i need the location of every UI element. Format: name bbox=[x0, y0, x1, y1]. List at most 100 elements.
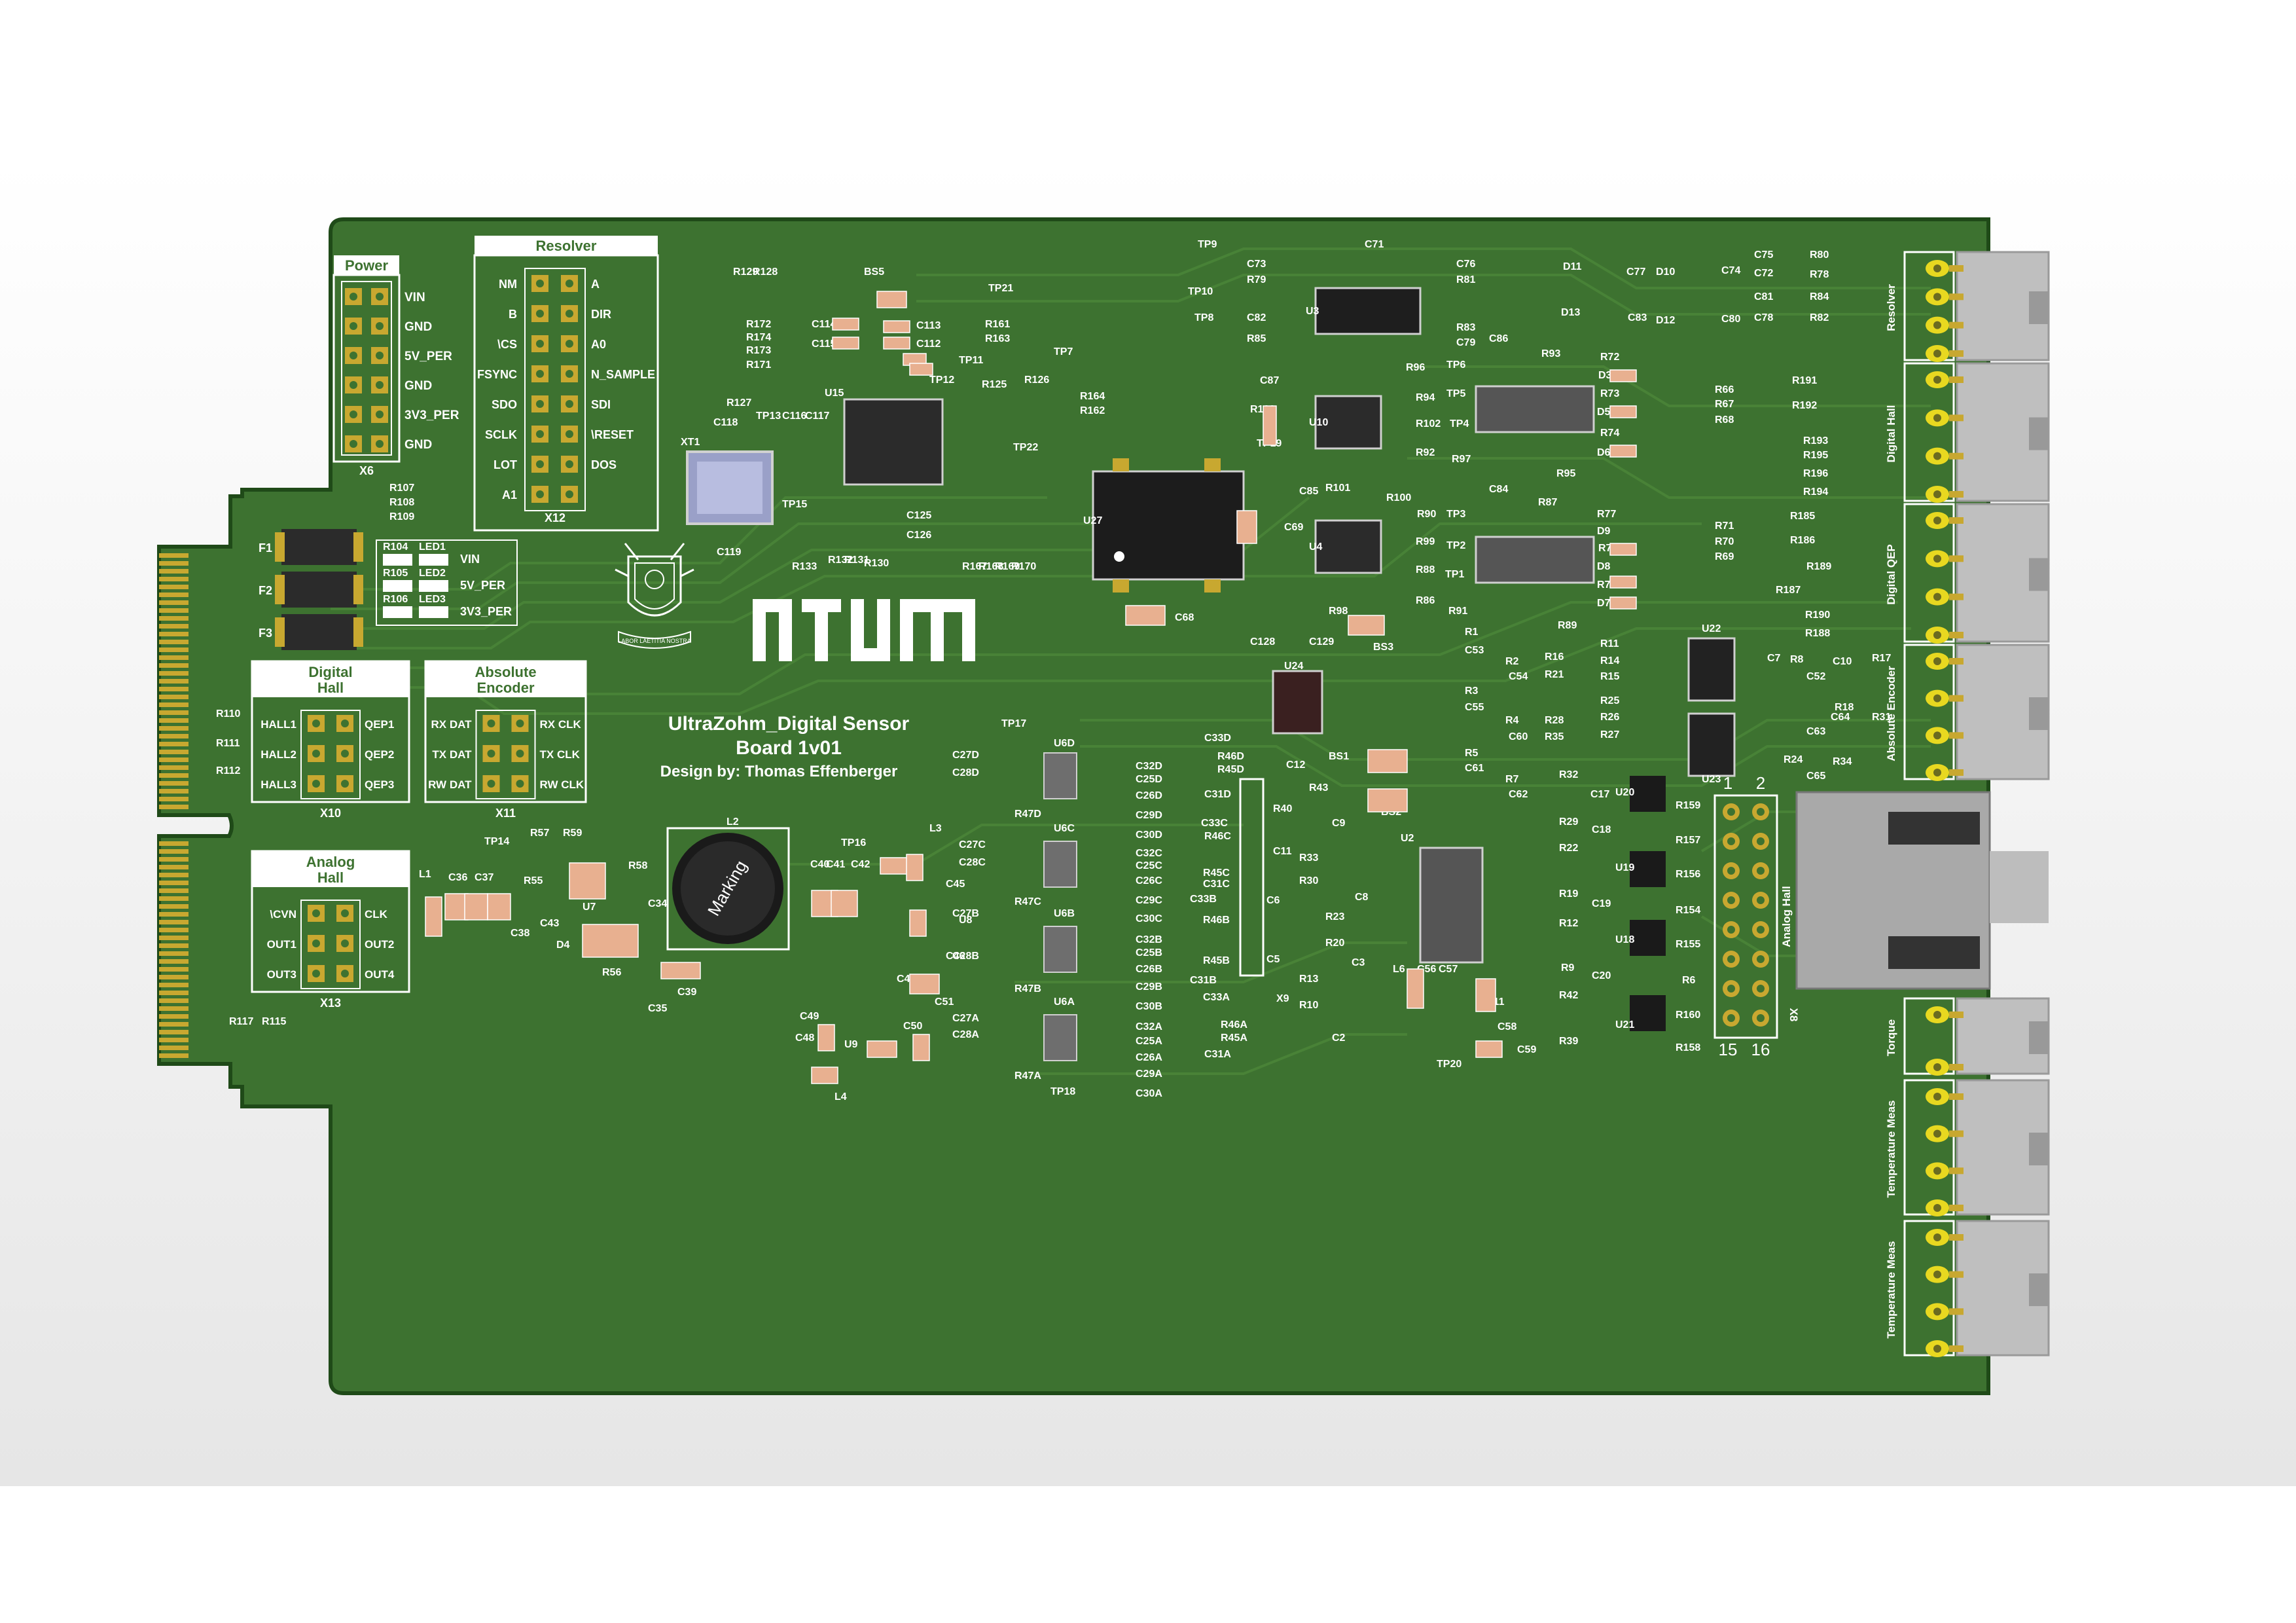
ref-designator: D3 bbox=[1598, 370, 1612, 381]
pin-hole bbox=[565, 490, 573, 498]
pin-hole bbox=[376, 381, 384, 389]
ref-designator: TP14 bbox=[484, 836, 509, 847]
ref-designator: R131 bbox=[844, 555, 869, 566]
ref-designator: R21 bbox=[1545, 669, 1564, 680]
smd-component bbox=[569, 862, 606, 900]
ref-designator: C26D bbox=[1136, 790, 1162, 801]
ref-designator: C28D bbox=[952, 767, 979, 778]
ref-designator: C129 bbox=[1309, 636, 1334, 647]
resolver-left-label: SDO bbox=[492, 398, 517, 411]
ref-designator: C48 bbox=[795, 1032, 814, 1044]
pin-hole bbox=[341, 780, 349, 788]
gold-finger bbox=[159, 983, 188, 987]
ic-u19 bbox=[1630, 851, 1666, 887]
ref-designator: C51 bbox=[935, 996, 954, 1008]
ref-designator: R46D bbox=[1217, 751, 1244, 762]
ref-designator: R97 bbox=[1452, 454, 1471, 465]
side-connector-pin-hole bbox=[1933, 1093, 1941, 1101]
absolute-encoder-title: Encoder bbox=[476, 680, 534, 696]
ic-tssop-upper bbox=[1475, 385, 1595, 433]
side-connector-lead bbox=[1949, 517, 1964, 524]
ref-designator: C81 bbox=[1754, 291, 1773, 302]
ref-designator: R9 bbox=[1561, 962, 1575, 974]
ref-designator: U10 bbox=[1309, 417, 1328, 428]
gold-finger bbox=[159, 553, 188, 558]
ref-designator: R115 bbox=[262, 1016, 286, 1027]
ref-designator: R79 bbox=[1247, 274, 1266, 285]
gold-finger bbox=[159, 702, 188, 707]
ref-designator: TP17 bbox=[1001, 718, 1026, 729]
ref-designator: C2 bbox=[1332, 1032, 1346, 1044]
ref-designator: R71 bbox=[1715, 520, 1734, 532]
side-connector-pin-hole bbox=[1933, 555, 1941, 563]
side-connector-lead bbox=[1949, 376, 1964, 383]
tum-logo bbox=[753, 599, 975, 661]
smd-component bbox=[1367, 749, 1408, 773]
gold-finger bbox=[159, 936, 188, 940]
resolver-left-label: LOT bbox=[493, 458, 517, 471]
ref-designator: C29A bbox=[1136, 1068, 1162, 1080]
ref-designator: C30C bbox=[1136, 913, 1162, 924]
ref-designator: C10 bbox=[1833, 656, 1852, 667]
ref-designator: R188 bbox=[1805, 628, 1830, 639]
analog-hall-left-label: \CVN bbox=[270, 908, 296, 921]
ref-designator: C45 bbox=[946, 879, 965, 890]
ref-designator: D8 bbox=[1597, 561, 1611, 572]
pin-hole bbox=[376, 440, 384, 448]
ref-designator: C60 bbox=[1509, 731, 1528, 742]
ref-designator: C58 bbox=[1498, 1021, 1516, 1032]
ref-designator: R111 bbox=[216, 738, 240, 749]
ref-designator: C29B bbox=[1136, 981, 1162, 993]
edge-connector-fingers bbox=[159, 553, 188, 1058]
ref-designator: TP1 bbox=[1445, 569, 1464, 580]
analog-hall-right-label: OUT4 bbox=[365, 968, 395, 981]
pin-hole bbox=[376, 293, 384, 301]
ic-u3 bbox=[1314, 287, 1422, 335]
led-body bbox=[419, 580, 448, 592]
resolver-right-label: \RESET bbox=[591, 428, 634, 441]
ref-designator: R196 bbox=[1803, 468, 1828, 479]
pin-hole bbox=[487, 780, 495, 788]
ref-designator: C84 bbox=[1489, 484, 1508, 495]
ref-designator: R86 bbox=[1416, 595, 1435, 606]
ref-designator: C78 bbox=[1754, 312, 1773, 323]
ref-designator: C52 bbox=[1806, 671, 1825, 682]
digital-hall-header-outline bbox=[300, 710, 361, 799]
gold-finger bbox=[159, 569, 188, 574]
ref-designator: R45C bbox=[1203, 867, 1230, 879]
smd-component bbox=[912, 1034, 930, 1061]
side-connector-pin-hole bbox=[1933, 1129, 1941, 1138]
ref-designator: U4 bbox=[1309, 541, 1323, 553]
ref-designator: TP12 bbox=[929, 374, 954, 386]
gold-finger bbox=[159, 1030, 188, 1034]
gold-finger bbox=[159, 967, 188, 972]
ref-designator: R109 bbox=[389, 511, 414, 522]
ref-designator: C25A bbox=[1136, 1036, 1162, 1047]
side-connector-lead bbox=[1949, 414, 1964, 422]
ref-designator: C49 bbox=[800, 1011, 819, 1022]
gold-finger bbox=[159, 1022, 188, 1027]
smd-component bbox=[1125, 605, 1166, 626]
analog-hall-title-box bbox=[252, 851, 409, 887]
resolver-right-label: A0 bbox=[591, 338, 606, 351]
ref-designator: C36 bbox=[448, 872, 467, 883]
ref-designator: C34 bbox=[648, 898, 667, 909]
pin-hole bbox=[350, 440, 357, 448]
fuse-label: F2 bbox=[259, 584, 272, 597]
gold-finger bbox=[159, 928, 188, 932]
ref-designator: R1 bbox=[1465, 627, 1479, 638]
ref-designator: TP15 bbox=[782, 499, 807, 510]
ref-designator: C25C bbox=[1136, 860, 1162, 871]
pin-hole bbox=[312, 720, 320, 727]
ref-designator: TP9 bbox=[1198, 239, 1217, 250]
board-title-line2: Board 1v01 bbox=[736, 737, 842, 759]
pin-hole bbox=[536, 490, 544, 498]
ref-designator: R73 bbox=[1600, 388, 1619, 399]
side-connector-label: Absolute Encoder bbox=[1885, 666, 1897, 761]
led-resistor-label: R104 bbox=[383, 541, 408, 553]
pin-hole bbox=[312, 780, 320, 788]
smd-component bbox=[582, 924, 639, 958]
ref-designator: R173 bbox=[746, 345, 771, 356]
fuse-pad bbox=[275, 532, 285, 562]
